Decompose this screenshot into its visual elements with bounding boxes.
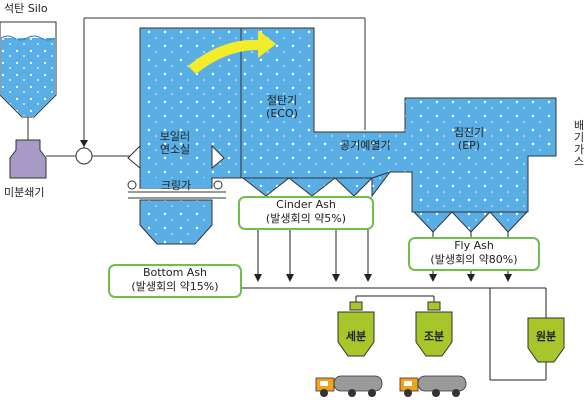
exhaust-gas-char: 가 [574,143,585,156]
silo-coarse-label: 조분 [423,330,445,343]
ep-label: 집진기 (EP) [442,126,496,152]
furnace-label: 보일러 연소실 [150,130,200,156]
fly-ash-title: Fly Ash [454,239,494,252]
exhaust-gas-char: 스 [574,155,585,168]
exhaust-gas-char: 배 [574,119,585,132]
cinder-ash-note: (발생회의 약5%) [265,212,347,225]
feed-line [46,17,366,165]
pulverizer-label: 미분쇄기 [4,186,45,199]
truck-icon [315,375,383,397]
coal-silo-label: 석탄 Silo [4,2,48,15]
bottom-ash-title: Bottom Ash [142,266,208,279]
gas-flow-arrow [188,30,276,74]
exhaust-gas-char: 기 [574,131,585,144]
air-preheater-label: 공기예열기 [340,139,391,152]
truck-icon [399,375,467,397]
eco-label-line2: (ECO) [266,107,298,120]
boiler-body [127,27,557,245]
clinker-label: 크링가 [160,179,192,192]
silo-fine-label: 세분 [345,330,367,343]
ep-label-line2: (EP) [457,139,481,152]
eco-label-line1: 절탄기 [266,94,298,107]
ep-label-line1: 집진기 [453,126,485,139]
furnace-label-line1: 보일러 [159,130,191,143]
cinder-hoppers [241,171,392,198]
silo-fine [337,301,375,357]
bottom-ash-note: (발생회의 약15%) [131,280,219,293]
bottom-ash-box: Bottom Ash (발생회의 약15%) [108,264,242,298]
silo-raw [527,317,565,363]
fly-ash-box: Fly Ash (발생회의 약80%) [408,237,540,271]
pulverizer [9,139,47,179]
coal-silo [0,21,57,140]
silo-raw-label: 원분 [535,330,557,343]
silo-coarse [415,301,453,357]
fly-hoppers [412,211,529,233]
furnace-label-line2: 연소실 [159,143,191,156]
cinder-ash-box: Cinder Ash (발생회의 약5%) [238,196,374,230]
exhaust-gas-label: 배 기 가 스 [574,120,584,168]
fly-ash-note: (발생회의 약80%) [430,253,518,266]
cinder-ash-title: Cinder Ash [276,198,336,211]
eco-label: 절탄기 (ECO) [255,94,309,120]
